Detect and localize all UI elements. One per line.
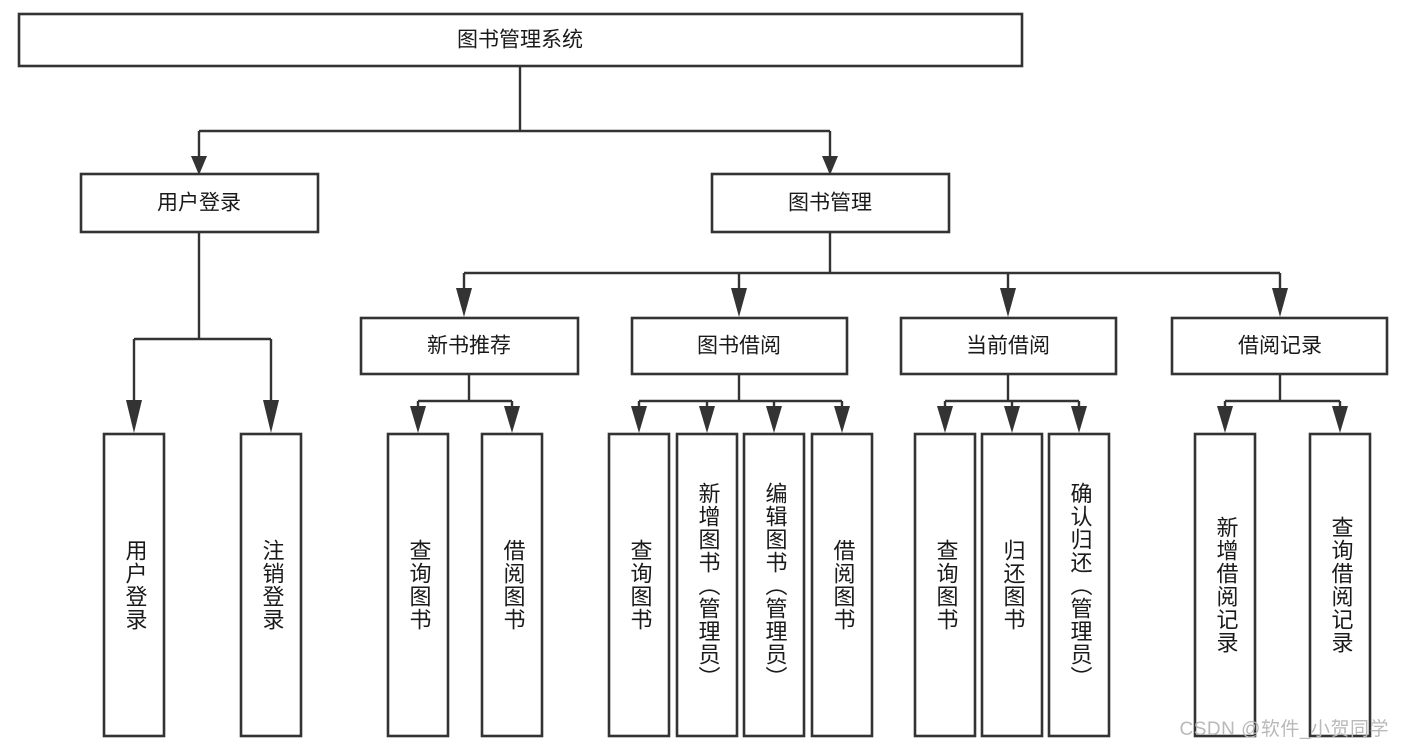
node-book-borrow-label: 图书借阅 <box>697 335 781 358</box>
arrowhead-currentborrow-leaf-1-icon <box>937 406 953 433</box>
leaf-box-borrow-record-1[interactable] <box>1193 432 1257 738</box>
arrowhead-bookborrow-leaf-3-icon <box>766 406 782 433</box>
leaf-box-book-borrow-3[interactable] <box>742 432 806 738</box>
leaf-box-book-borrow-1[interactable] <box>607 432 671 738</box>
leaf-box-book-borrow-4[interactable] <box>810 432 874 738</box>
leaf-box-user-login-2[interactable] <box>239 432 303 738</box>
node-book-manage[interactable]: 图书管理 <box>710 172 951 234</box>
leaf-box-borrow-record-2[interactable] <box>1308 432 1372 738</box>
arrowhead-book-borrow-icon <box>731 288 747 317</box>
leaf-box-book-borrow-2[interactable] <box>675 432 739 738</box>
arrowhead-borrowrecord-leaf-2-icon <box>1332 406 1348 433</box>
node-system-root-box[interactable] <box>17 12 1024 68</box>
connector-group-current-borrow <box>937 374 1087 433</box>
connector-group-book-borrow <box>631 374 850 433</box>
node-current-borrow-box[interactable] <box>899 316 1118 376</box>
connector-group-user-login <box>126 232 279 433</box>
node-borrow-record-label: 借阅记录 <box>1238 335 1322 358</box>
leaf-box-current-borrow-2[interactable] <box>980 432 1044 738</box>
arrowhead-newbook-leaf-1-icon <box>410 406 426 433</box>
node-borrow-record-box[interactable] <box>1170 316 1389 376</box>
arrowhead-newbook-leaf-2-icon <box>504 406 520 433</box>
arrowhead-currentborrow-leaf-3-icon <box>1071 406 1087 433</box>
csdn-watermark: CSDN @软件_小贺同学 <box>1179 719 1389 740</box>
node-book-borrow[interactable]: 图书借阅 <box>630 316 849 376</box>
arrowhead-bookborrow-leaf-2-icon <box>699 406 715 433</box>
node-system-root[interactable]: 图书管理系统 <box>17 12 1024 68</box>
node-new-book-recommend[interactable]: 新书推荐 <box>359 316 580 376</box>
node-book-borrow-box[interactable] <box>630 316 849 376</box>
arrowhead-currentborrow-leaf-2-icon <box>1004 406 1020 433</box>
node-system-root-label: 图书管理系统 <box>457 29 583 52</box>
arrowhead-bookborrow-leaf-1-icon <box>631 406 647 433</box>
arrowhead-book-manage-icon <box>822 156 838 175</box>
node-user-login[interactable]: 用户登录 <box>79 172 320 234</box>
connector-group-new-book <box>410 374 520 433</box>
leaf-box-current-borrow-1[interactable] <box>913 432 977 738</box>
arrowhead-user-login-icon <box>191 156 207 175</box>
arrowhead-current-borrow-icon <box>1000 288 1016 317</box>
node-book-manage-label: 图书管理 <box>788 192 872 215</box>
leaf-box-current-borrow-3[interactable] <box>1047 432 1111 738</box>
arrowhead-user-leaf-1-icon <box>126 400 142 433</box>
node-new-book-recommend-box[interactable] <box>359 316 580 376</box>
arrowhead-new-book-icon <box>456 288 472 317</box>
node-user-login-box[interactable] <box>79 172 320 234</box>
connector-group-root <box>191 66 838 175</box>
node-new-book-recommend-label: 新书推荐 <box>427 335 511 358</box>
arrowhead-borrowrecord-leaf-1-icon <box>1217 406 1233 433</box>
node-borrow-record[interactable]: 借阅记录 <box>1170 316 1389 376</box>
arrowhead-user-leaf-2-icon <box>263 400 279 433</box>
leaf-box-user-login-1[interactable] <box>102 432 166 738</box>
node-current-borrow[interactable]: 当前借阅 <box>899 316 1118 376</box>
arrowhead-bookborrow-leaf-4-icon <box>834 406 850 433</box>
leaf-box-new-book-2[interactable] <box>480 432 544 738</box>
node-current-borrow-label: 当前借阅 <box>966 335 1050 358</box>
leaf-box-new-book-1[interactable] <box>386 432 450 738</box>
arrowhead-borrow-record-icon <box>1272 288 1288 317</box>
node-user-login-label: 用户登录 <box>157 192 241 215</box>
connector-group-borrow-record <box>1217 374 1348 433</box>
node-book-manage-box[interactable] <box>710 172 951 234</box>
connector-group-book-manage <box>456 232 1288 317</box>
